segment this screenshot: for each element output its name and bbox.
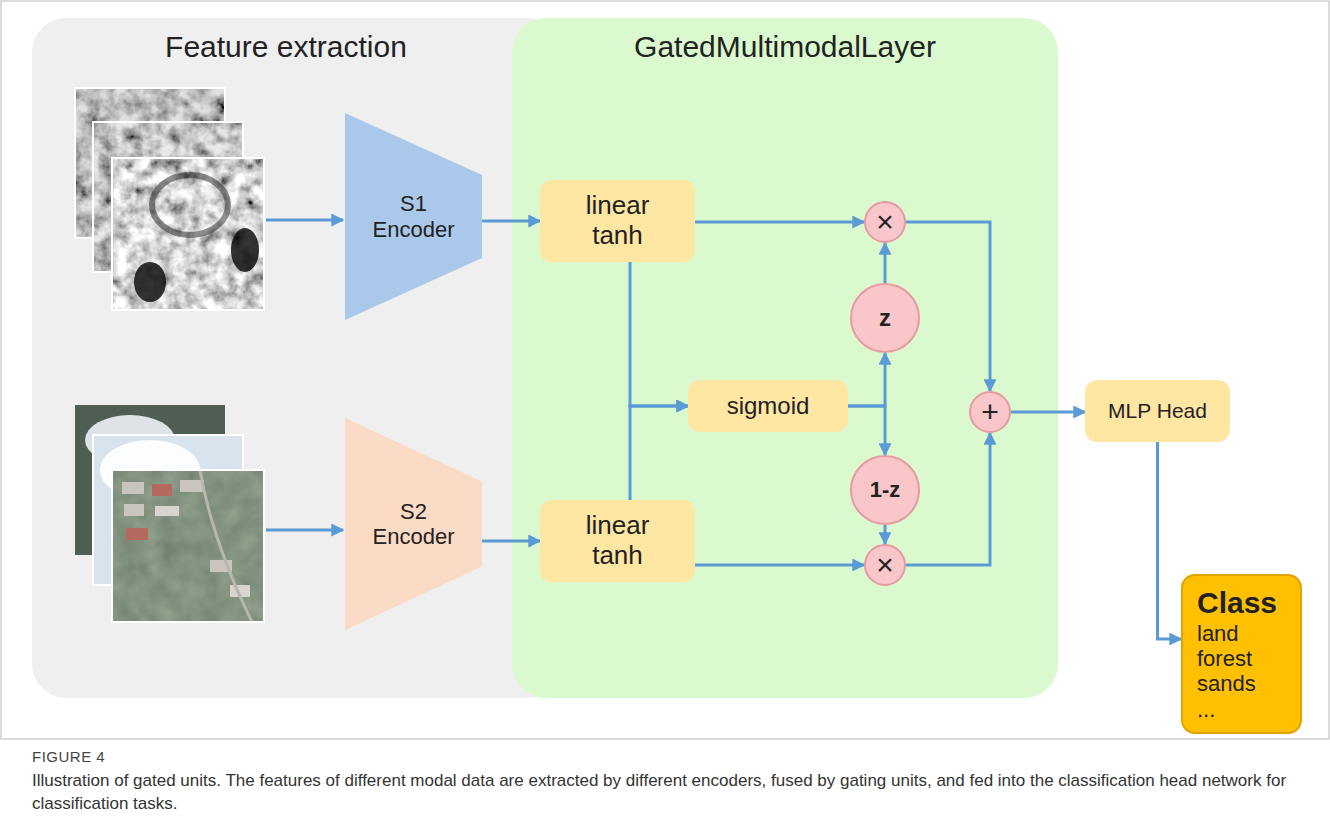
optical-image	[112, 470, 264, 622]
sar-image	[112, 158, 264, 310]
connector-arrow	[630, 262, 688, 406]
building	[124, 504, 144, 516]
connector-arrow	[1158, 442, 1182, 639]
region-panel: GatedMultimodalLayer linear tanh sigmoid li…	[512, 18, 1058, 698]
node-label: S1 Encoder	[364, 191, 464, 242]
building	[126, 528, 148, 540]
node-label: sigmoid	[727, 392, 810, 420]
process-box: linear tanh	[540, 180, 695, 262]
road	[200, 470, 252, 622]
connector-arrow	[848, 353, 885, 406]
class-item: sands	[1197, 671, 1256, 696]
node-label: Feature extraction	[165, 30, 407, 65]
node-label: linear tanh	[568, 191, 668, 251]
sar-image-frame	[112, 158, 264, 310]
optical-image	[112, 470, 264, 622]
node-label: 1-z	[870, 479, 901, 501]
operator-circle: ×	[864, 201, 906, 243]
connector-arrow	[848, 406, 885, 455]
optical-image-stack	[75, 405, 264, 622]
sar-image	[112, 158, 264, 310]
operator-circle: ×	[864, 544, 906, 586]
building	[152, 484, 172, 496]
figure-border	[1, 1, 1329, 739]
connector-arrow	[482, 540, 540, 543]
encoder-trapezoid: S2 Encoder	[345, 418, 482, 630]
encoder-trapezoid: S1 Encoder	[345, 113, 482, 320]
connector-arrow	[695, 221, 864, 224]
connector-arrow	[482, 220, 540, 223]
node-label: +	[981, 397, 999, 427]
class-item: ...	[1197, 697, 1215, 722]
class-item: land	[1197, 621, 1239, 646]
process-box: linear tanh	[540, 500, 695, 582]
figure-number: FIGURE 4	[32, 748, 105, 765]
encoder-shape	[345, 418, 482, 630]
output-class-box: Classlandforestsands...	[1181, 574, 1302, 734]
connector-arrow	[630, 406, 688, 500]
connector-arrow	[1011, 411, 1085, 414]
building	[155, 506, 179, 516]
sar-dark-region	[152, 175, 228, 235]
connector-arrow	[884, 525, 887, 544]
process-box: MLP Head	[1085, 380, 1230, 442]
optical-image-frame	[112, 470, 264, 622]
node-label: linear tanh	[568, 511, 668, 571]
sar-image-stack	[75, 88, 264, 310]
building	[122, 482, 144, 494]
region-panel: Feature extraction S1 Encoder S2 Encoder	[32, 18, 540, 698]
node-label: ×	[876, 550, 894, 580]
node-label: ×	[876, 207, 894, 237]
gated-panel-fill	[512, 18, 1058, 698]
operator-circle: 1-z	[850, 455, 920, 525]
node-label: S2 Encoder	[364, 499, 464, 550]
encoder-shape	[345, 113, 482, 320]
connector-arrow	[906, 222, 990, 391]
figure-caption: Illustration of gated units. The feature…	[32, 770, 1292, 816]
node-label: GatedMultimodalLayer	[634, 30, 936, 65]
connector-arrow	[695, 564, 864, 567]
operator-circle: z	[850, 283, 920, 353]
process-box: sigmoid	[688, 380, 848, 432]
input-arrow	[266, 219, 343, 222]
input-arrow	[266, 529, 343, 532]
sar-dark-region	[231, 228, 259, 272]
node-label: z	[879, 306, 891, 330]
building	[180, 480, 204, 492]
operator-circle: +	[969, 391, 1011, 433]
sar-dark-region	[134, 262, 166, 302]
feature-panel-fill	[32, 18, 562, 698]
node-label: MLP Head	[1108, 399, 1207, 423]
class-item: forest	[1197, 646, 1252, 671]
node-label: Class	[1197, 586, 1277, 621]
connector-arrow	[884, 243, 887, 283]
